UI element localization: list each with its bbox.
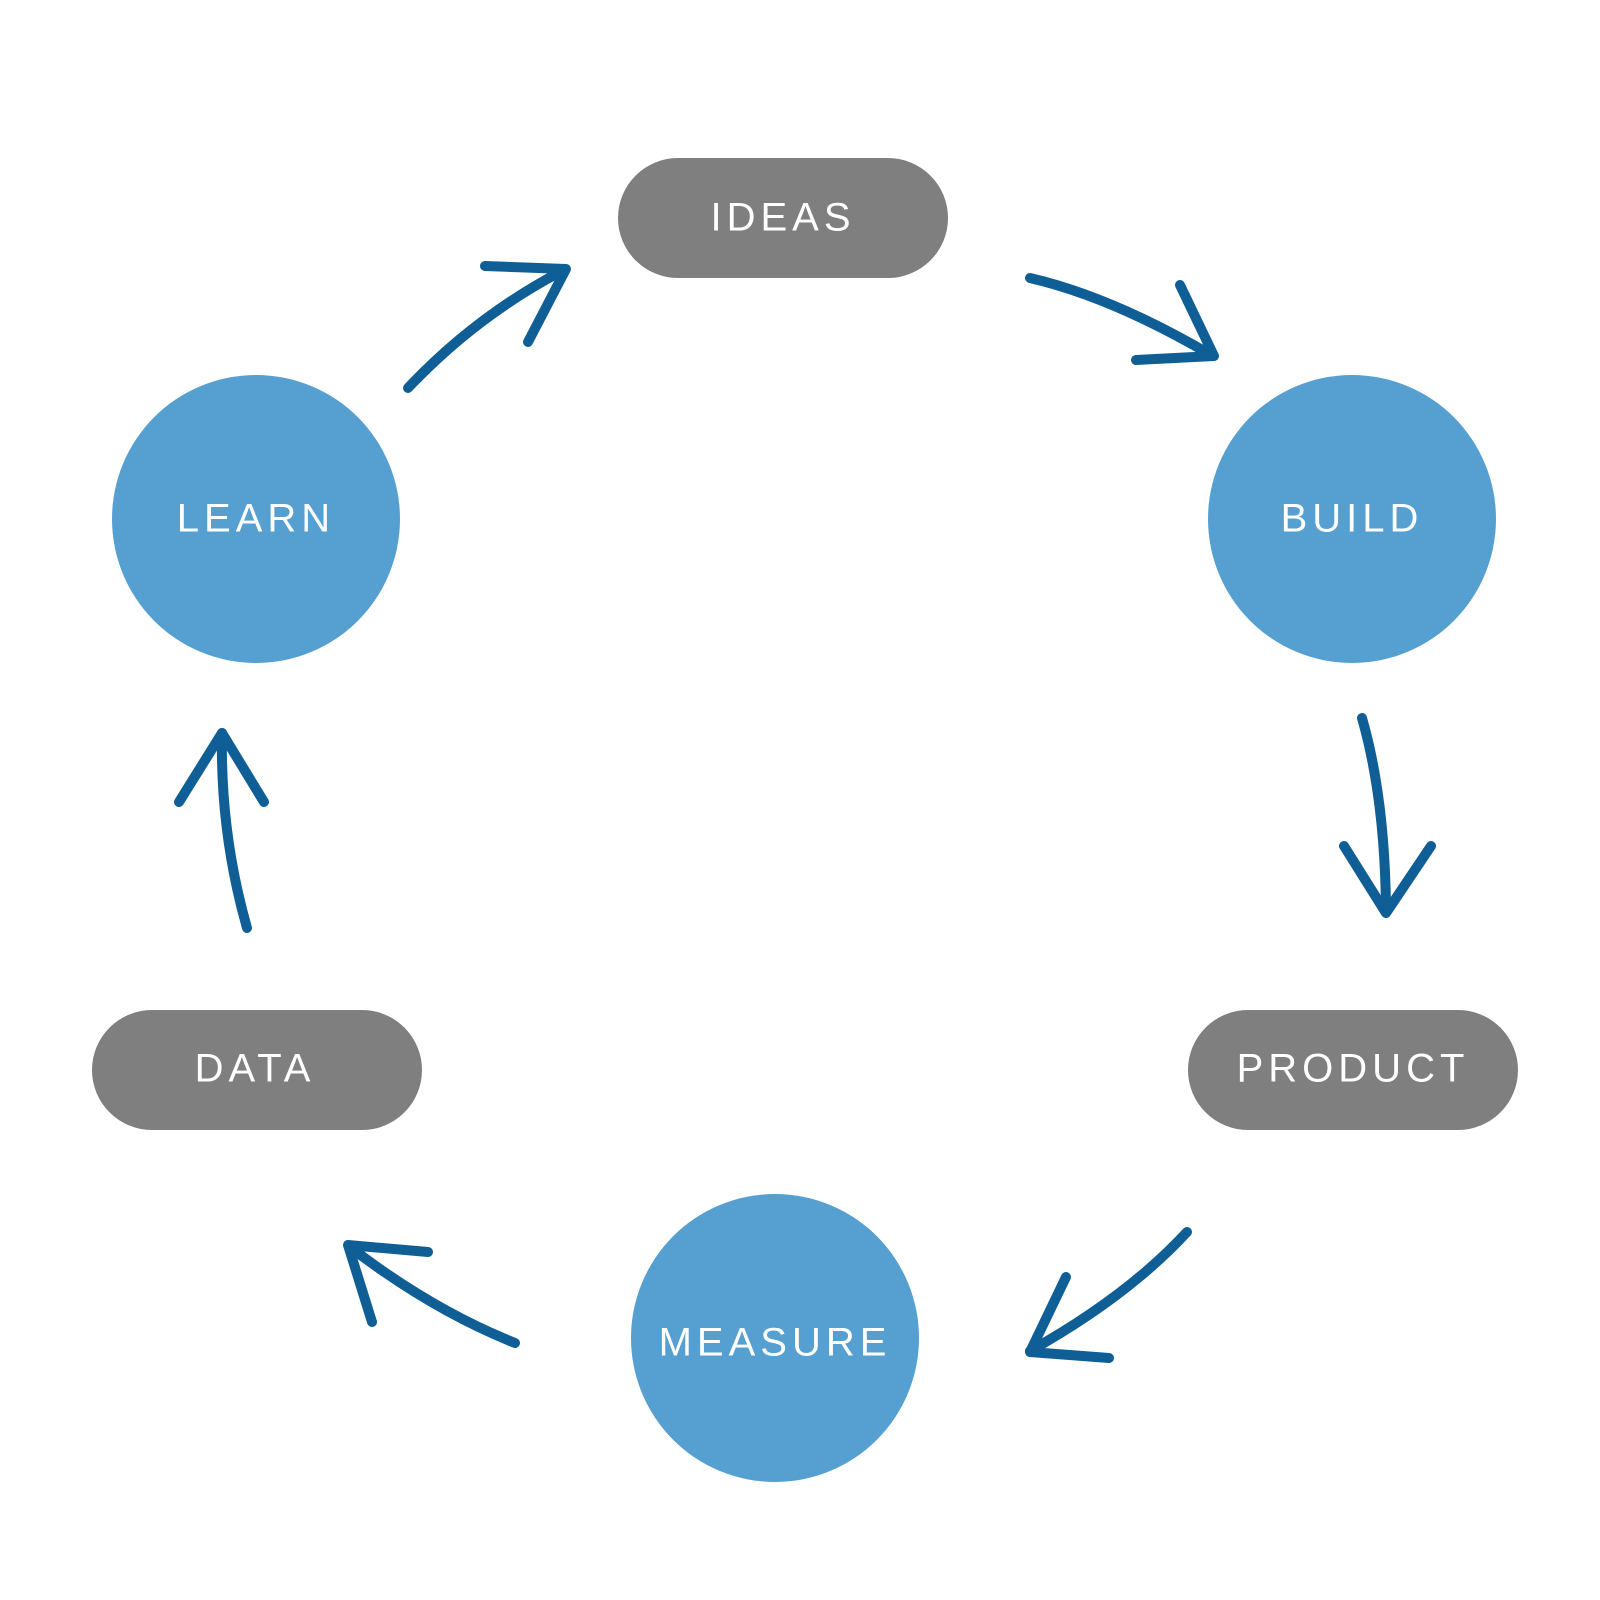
arrow-product-to-measure-shaft — [1025, 1227, 1192, 1356]
node-data: DATA — [92, 1010, 422, 1130]
node-product-label: PRODUCT — [1237, 1047, 1470, 1091]
node-product: PRODUCT — [1188, 1010, 1518, 1130]
arrow-build-to-product-shaft — [1357, 713, 1391, 915]
arrow-product-to-measure — [1025, 1227, 1192, 1363]
node-learn: LEARN — [112, 375, 400, 663]
node-measure-shape — [631, 1194, 919, 1482]
node-data-label: DATA — [195, 1047, 316, 1091]
node-ideas: IDEAS — [618, 158, 948, 278]
node-build-label: BUILD — [1281, 497, 1424, 541]
arrow-data-to-learn-shaft — [216, 728, 252, 933]
node-build: BUILD — [1208, 375, 1496, 663]
node-product-shape — [1188, 1010, 1518, 1130]
arrow-data-to-learn — [174, 728, 269, 933]
node-ideas-label: IDEAS — [710, 196, 855, 240]
arrow-measure-to-data-shaft — [345, 1242, 520, 1348]
arrow-build-to-product-head — [1339, 841, 1436, 918]
node-measure: MEASURE — [631, 1194, 919, 1482]
arrow-learn-to-ideas — [403, 261, 571, 393]
arrow-ideas-to-build-head — [1131, 280, 1219, 365]
arrow-data-to-learn-head — [174, 728, 269, 807]
arrow-ideas-to-build-shaft — [1025, 273, 1216, 360]
node-learn-label: LEARN — [177, 497, 335, 541]
node-ideas-shape — [618, 158, 948, 278]
node-build-shape — [1208, 375, 1496, 663]
arrow-build-to-product — [1339, 713, 1436, 918]
arrow-ideas-to-build — [1025, 273, 1219, 365]
node-measure-label: MEASURE — [659, 1321, 892, 1365]
arrow-product-to-measure-head — [1025, 1272, 1114, 1363]
arrow-learn-to-ideas-head — [480, 261, 571, 347]
node-data-shape — [92, 1010, 422, 1130]
node-learn-shape — [112, 375, 400, 663]
arrow-measure-to-data-head — [343, 1240, 433, 1327]
arrow-learn-to-ideas-shaft — [403, 267, 565, 393]
arrow-measure-to-data — [343, 1240, 520, 1348]
